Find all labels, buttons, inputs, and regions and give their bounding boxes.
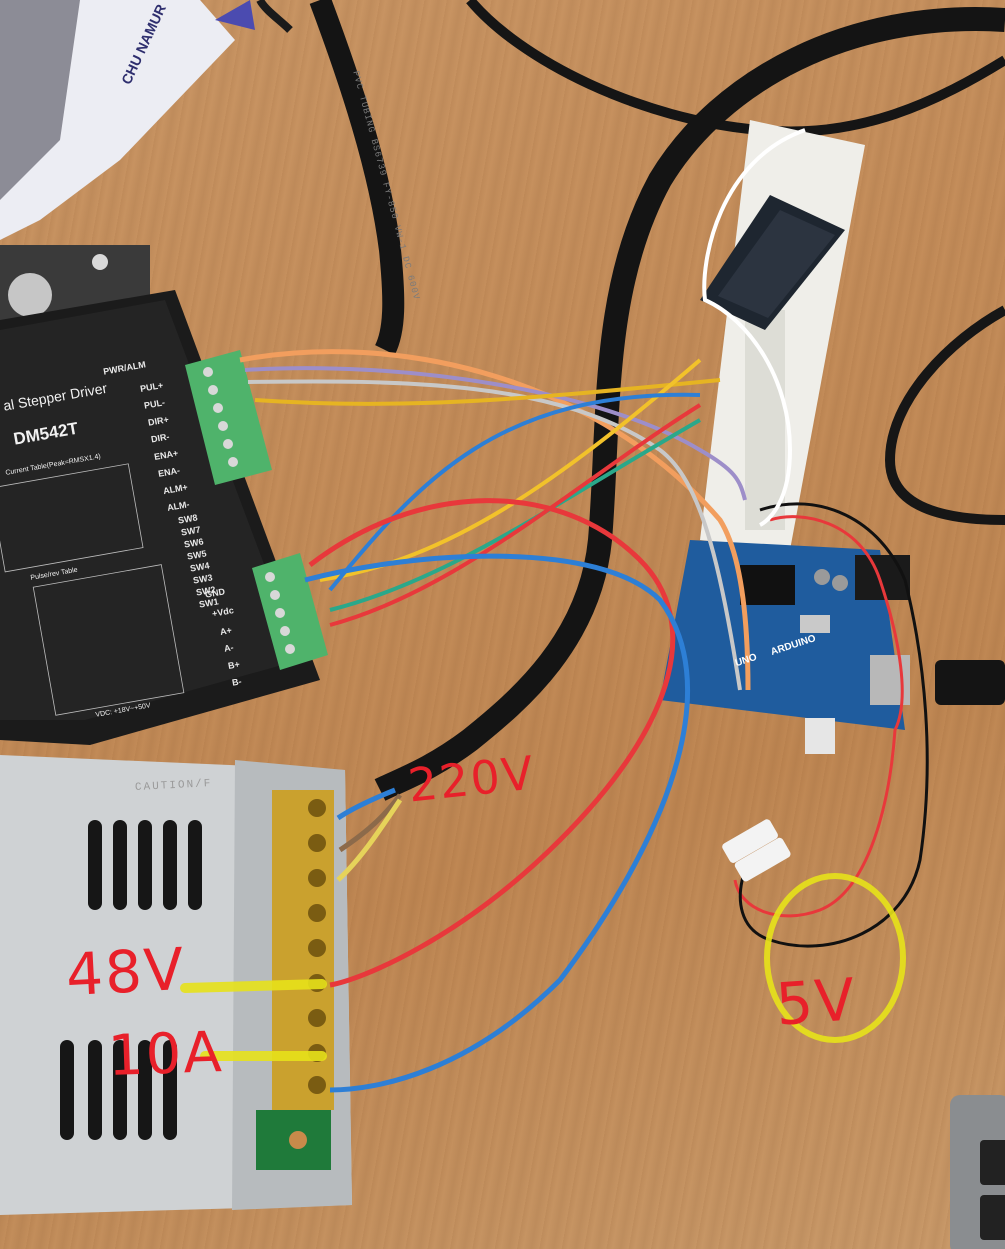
wago-connector-2 <box>734 837 791 882</box>
arduino-power-jack <box>855 555 910 600</box>
wago-connector-1 <box>722 819 778 863</box>
driver-top-terminal-block <box>185 350 272 485</box>
terminal-b-minus: B- <box>231 676 243 688</box>
arduino-mount <box>805 718 835 754</box>
yellow-wire-top <box>254 378 721 406</box>
stepper-driver-face <box>0 300 300 720</box>
terminal-screws <box>203 367 295 654</box>
mains-yellow-wire <box>336 798 403 882</box>
arduino-capacitor-1 <box>814 569 830 585</box>
driver-bottom-terminal-block <box>252 553 328 670</box>
arduino-chip <box>740 565 795 605</box>
purple-wire <box>244 366 747 501</box>
breadboard-holes <box>745 310 785 530</box>
arduino-usb-port <box>870 655 910 705</box>
red-signal-wire <box>329 403 702 627</box>
terminal-a-plus: A+ <box>219 625 233 637</box>
psu-potentiometer <box>289 1131 307 1149</box>
breadboard-module-chip <box>718 210 835 318</box>
green-wire <box>329 418 701 612</box>
annotation-5v: 5V <box>773 965 859 1039</box>
arduino-capacitor-2 <box>832 575 848 591</box>
highlight-48v-line <box>180 979 327 993</box>
orange-wire <box>239 349 751 691</box>
blue-power-wire <box>304 553 691 1093</box>
black-wire-top <box>256 0 293 33</box>
keyboard-key-2 <box>980 1195 1005 1240</box>
terminal-b-plus: B+ <box>227 659 241 671</box>
keyboard-key-1 <box>980 1140 1005 1185</box>
arduino-crystal <box>800 615 830 633</box>
paper-shadow <box>0 0 80 200</box>
blue-signal-wire <box>328 392 701 592</box>
annotation-48v: 48V <box>64 934 188 1010</box>
annotation-10a: 10A <box>106 1020 225 1089</box>
highlight-5v-circle <box>764 873 906 1043</box>
stepper-motor-screw <box>92 254 108 270</box>
red-power-wire <box>308 498 676 988</box>
paper-corner <box>215 0 255 30</box>
terminal-a-minus: A- <box>223 642 235 654</box>
red-5v-wire <box>733 515 904 918</box>
psu-terminal-screws <box>308 799 326 1094</box>
psu-vents <box>60 820 202 1140</box>
usb-plug <box>935 660 1005 705</box>
mains-brown-wire <box>338 793 402 853</box>
stepper-motor-shaft <box>8 273 52 317</box>
white-wire <box>702 128 806 527</box>
mains-blue-wire <box>336 787 396 821</box>
black-cable-top <box>309 0 405 355</box>
black-cable-right <box>884 305 1005 525</box>
driver-table-grid <box>0 463 185 716</box>
